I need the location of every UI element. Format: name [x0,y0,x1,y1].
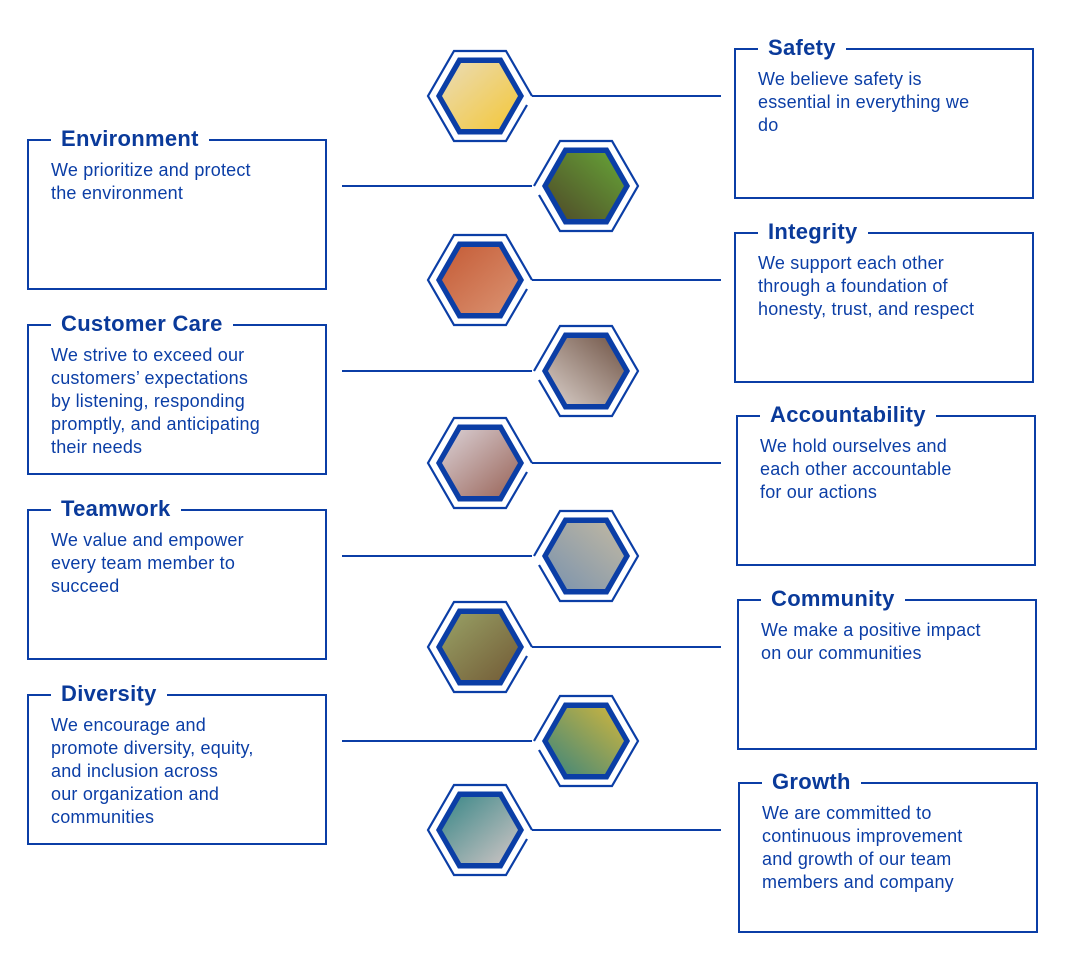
value-title: Accountability [760,401,936,429]
value-card-teamwork: Teamwork We value and empower every team m… [27,495,327,660]
description-line: do [758,115,779,135]
value-description: We value and empower every team member to… [51,529,315,598]
value-card-growth: Growth We are committed to continuous impr… [738,768,1038,933]
connector-line [342,185,532,187]
value-title: Diversity [51,680,167,708]
value-title: Teamwork [51,495,181,523]
value-title: Safety [758,34,846,62]
description-line: and inclusion across [51,761,219,781]
description-line: the environment [51,183,184,203]
value-description: We strive to exceed our customers’ expect… [51,344,315,459]
connector-line [532,462,721,464]
value-title: Environment [51,125,209,153]
value-card-diversity: Diversity We encourage and promote diversi… [27,680,327,845]
growth-bar-chart-icon [426,783,536,879]
team-circle-faces-photo [426,233,536,329]
customer-service-headset-photo [530,324,640,420]
value-card-community: Community We make a positive impact on our… [737,585,1037,750]
connector-line [342,555,532,557]
hands-documents-photo [426,416,536,512]
description-line: their needs [51,437,143,457]
description-line: by listening, responding [51,391,245,411]
description-line: We believe safety is [758,69,922,89]
description-line: and growth of our team [762,849,952,869]
description-line: We hold ourselves and [760,436,947,456]
description-line: We value and empower [51,530,244,550]
description-line: promptly, and anticipating [51,414,260,434]
description-line: honesty, trust, and respect [758,299,975,319]
team-hands-together-photo [530,509,640,605]
value-card-integrity: Integrity We support each other through a … [734,218,1034,383]
value-description: We hold ourselves and each other accounta… [760,435,1024,504]
family-portrait-photo [426,600,536,696]
value-title: Community [761,585,905,613]
value-description: We make a positive impact on our communit… [761,619,1025,665]
connector-line [342,370,532,372]
description-line: every team member to [51,553,236,573]
description-line: We strive to exceed our [51,345,245,365]
description-line: our organization and [51,784,220,804]
globe-people-circle-photo [530,694,640,790]
value-title: Integrity [758,218,868,246]
description-line: promote diversity, equity, [51,738,254,758]
description-line: We make a positive impact [761,620,981,640]
description-line: on our communities [761,643,922,663]
value-card-customer-care: Customer Care We strive to exceed our cust… [27,310,327,475]
description-line: members and company [762,872,954,892]
connector-line [532,646,721,648]
description-line: essential in everything we [758,92,970,112]
description-line: continuous improvement [762,826,963,846]
description-line: for our actions [760,482,878,502]
connector-line [532,95,721,97]
value-description: We prioritize and protect the environment [51,159,315,205]
connector-line [342,740,532,742]
value-card-environment: Environment We prioritize and protect the … [27,125,327,290]
value-card-safety: Safety We believe safety is essential in e… [734,34,1034,199]
value-description: We encourage and promote diversity, equit… [51,714,315,829]
description-line: We encourage and [51,715,206,735]
description-line: customers’ expectations [51,368,249,388]
value-card-accountability: Accountability We hold ourselves and each … [736,401,1036,566]
safety-helmet-coins-photo [426,49,536,145]
value-description: We are committed to continuous improvemen… [762,802,1026,894]
description-line: communities [51,807,155,827]
description-line: We are committed to [762,803,932,823]
description-line: We support each other [758,253,944,273]
description-line: succeed [51,576,120,596]
description-line: We prioritize and protect [51,160,251,180]
description-line: through a foundation of [758,276,948,296]
value-title: Growth [762,768,861,796]
value-description: We support each other through a foundatio… [758,252,1022,321]
hands-holding-plant-photo [530,139,640,235]
connector-line [532,279,721,281]
value-title: Customer Care [51,310,233,338]
connector-line [532,829,721,831]
description-line: each other accountable [760,459,952,479]
value-description: We believe safety is essential in everyth… [758,68,1022,137]
